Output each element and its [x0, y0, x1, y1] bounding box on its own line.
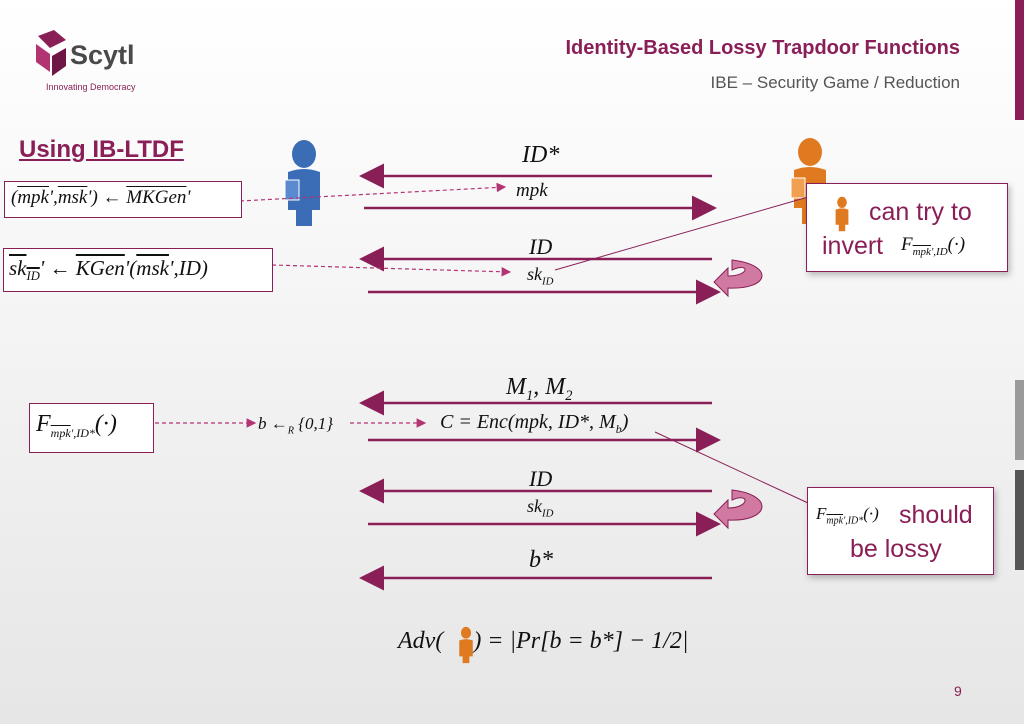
msg-sk-2: skID [527, 496, 553, 520]
adversary-mini-icon [835, 196, 849, 232]
loop-arrow-2 [713, 489, 763, 530]
kgen-box: skID' ← KGen'(msk',ID) [3, 248, 273, 292]
invert-callout: can try to invert Fmpk',ID(·) [806, 183, 1008, 272]
invert-text-2: invert [822, 232, 884, 260]
adversary-adv-icon [459, 626, 473, 664]
msg-id-1: ID [529, 234, 553, 259]
msg-sk-2-base: sk [527, 496, 542, 516]
invert-fn: Fmpk',ID(·) [901, 234, 966, 258]
msg-b-sample: b ←R {0,1} [258, 414, 334, 437]
msg-id-star: ID* [522, 142, 560, 168]
connector-invert [554, 196, 809, 271]
right-edge-bar [1015, 0, 1024, 120]
msg-b-star: b* [529, 547, 553, 573]
msg-m1m2: M1, M2 [506, 374, 573, 404]
right-edge-bar-low [1015, 470, 1024, 570]
invert-text-1: can try to [869, 198, 972, 226]
msg-mpk: mpk [516, 180, 548, 201]
lossy-text-1: should [899, 501, 973, 529]
lossy-fn: Fmpk',ID*(·) [816, 504, 879, 527]
mkgen-box: (mpk',msk') ← MKGen' [4, 181, 242, 218]
scytl-logo-icon [36, 30, 66, 76]
slide-number: 9 [954, 683, 962, 699]
page-title: Identity-Based Lossy Trapdoor Functions [565, 37, 961, 59]
logo-wordmark: Scytl [70, 40, 135, 70]
msg-sk-1-sub: ID [542, 275, 554, 288]
lossy-callout: Fmpk',ID*(·) should be lossy [807, 487, 994, 575]
lossy-text-2: be lossy [850, 535, 942, 563]
msg-sk-1-base: sk [527, 264, 542, 284]
loop-arrow-1 [713, 259, 763, 298]
msg-sk-1: skID [527, 264, 553, 288]
msg-id-2: ID [529, 466, 553, 491]
msg-sk-2-sub: ID [542, 507, 554, 520]
dashed-kgen [271, 264, 512, 277]
page-subtitle: IBE – Security Game / Reduction [710, 73, 960, 92]
right-edge-bar-mid [1015, 380, 1024, 460]
dashed-mkgen [239, 182, 507, 202]
logo-tagline: Innovating Democracy [46, 82, 136, 92]
advantage-formula: Adv() = |Pr[b = b*] − 1/2| [398, 628, 689, 654]
connector-lossy [654, 431, 809, 504]
section-heading: Using IB-LTDF [19, 136, 184, 163]
f-id-star-box: Fmpk',ID*(·) [29, 403, 154, 453]
msg-challenge: C = Enc(mpk, ID*, Mb) [440, 411, 629, 436]
